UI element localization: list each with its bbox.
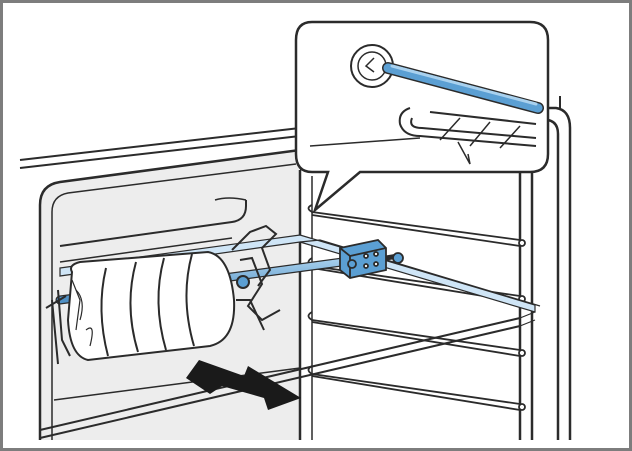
- right-spit-fork: [231, 224, 281, 331]
- left-spit-fork: [45, 289, 71, 365]
- food-roll: [66, 250, 236, 362]
- detail-socket: [350, 44, 394, 88]
- detail-spit-rod: [382, 62, 544, 114]
- spit-lock-block: [339, 239, 404, 279]
- detail-callout: [294, 20, 550, 214]
- shelf-rails: [307, 204, 526, 411]
- detail-rack: [309, 107, 537, 165]
- insert-direction-arrow: [186, 360, 301, 410]
